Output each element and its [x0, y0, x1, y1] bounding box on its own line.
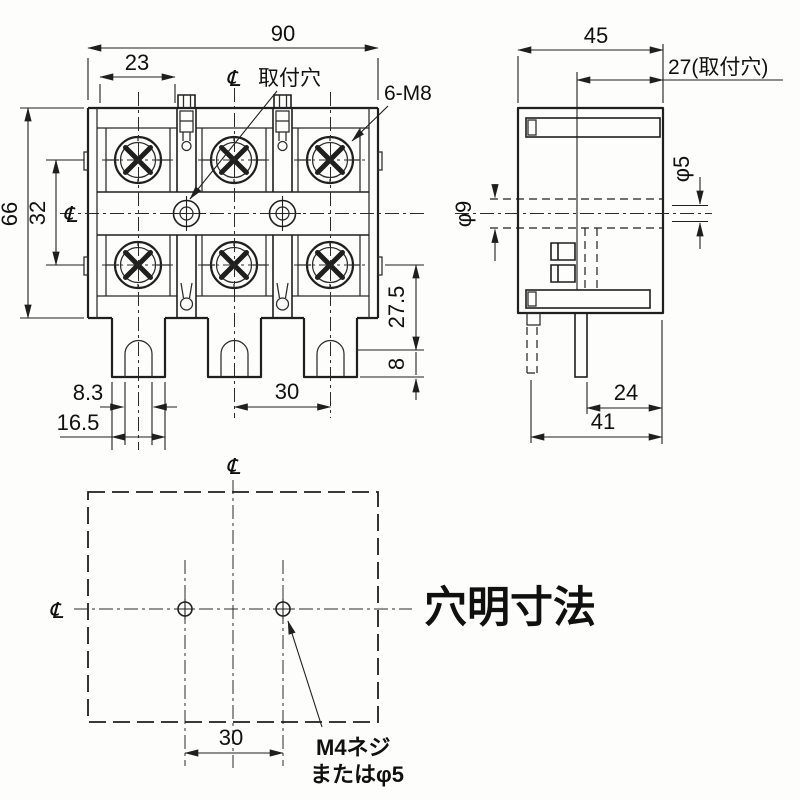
dim-side-tab-offset: 24 — [614, 380, 638, 405]
mounting-note-line1: M4ネジ — [316, 735, 391, 760]
drill-hole-left — [175, 599, 195, 619]
centerline-symbol-front-top: ℄ — [226, 66, 241, 91]
dim-side-mounting-offset: 27(取付穴) — [668, 56, 768, 79]
hole-layout-view: ℄ ℄ 30 M4ネジ またはφ5 穴明寸法 — [49, 454, 596, 787]
dim-front-slot-width: 8.3 — [73, 380, 104, 405]
side-body-outline — [516, 72, 665, 378]
hole-layout-title: 穴明寸法 — [424, 584, 596, 632]
side-foot — [526, 312, 541, 326]
centerline-symbol-holes-left: ℄ — [49, 598, 64, 623]
dim-front-row-spacing: 32 — [25, 201, 50, 225]
dim-front-width: 90 — [271, 21, 295, 46]
front-view: 90 23 ℄ 取付穴 6-M8 66 32 ℄ 2 — [0, 21, 432, 450]
dim-front-compartment: 23 — [125, 50, 149, 75]
dim-side-depth: 45 — [584, 23, 608, 48]
dim-side-base-depth: 41 — [591, 409, 615, 434]
side-hidden-holes — [455, 198, 712, 229]
dim-front-tab-tip: 8 — [384, 358, 409, 370]
dim-side-hole-front: φ5 — [669, 156, 694, 183]
side-view: 45 27(取付穴) φ9 φ5 24 41 — [451, 23, 783, 444]
barrier-details — [177, 94, 292, 311]
mounting-hole-label: 取付穴 — [258, 67, 321, 90]
mounting-note-line2: またはφ5 — [310, 762, 404, 787]
dim-front-tab-width: 16.5 — [57, 410, 100, 435]
dim-front-pole-pitch: 30 — [275, 379, 299, 404]
dim-holes-pitch: 30 — [219, 725, 243, 750]
screw-spec-label: 6-M8 — [384, 82, 432, 105]
side-clip-details — [550, 228, 598, 290]
centerline-symbol-holes-top: ℄ — [226, 454, 241, 479]
dim-side-hole-rear: φ9 — [451, 201, 476, 228]
side-dimensions: 45 27(取付穴) φ9 φ5 24 41 — [451, 23, 783, 444]
centerline-symbol-front-left: ℄ — [63, 202, 78, 227]
dim-front-height: 66 — [0, 202, 22, 226]
dim-front-tab-length: 27.5 — [384, 286, 409, 329]
side-terminal-tab — [574, 312, 588, 378]
front-dimensions: 90 23 ℄ 取付穴 6-M8 66 32 ℄ 2 — [0, 21, 432, 450]
drill-hole-right — [273, 599, 293, 619]
